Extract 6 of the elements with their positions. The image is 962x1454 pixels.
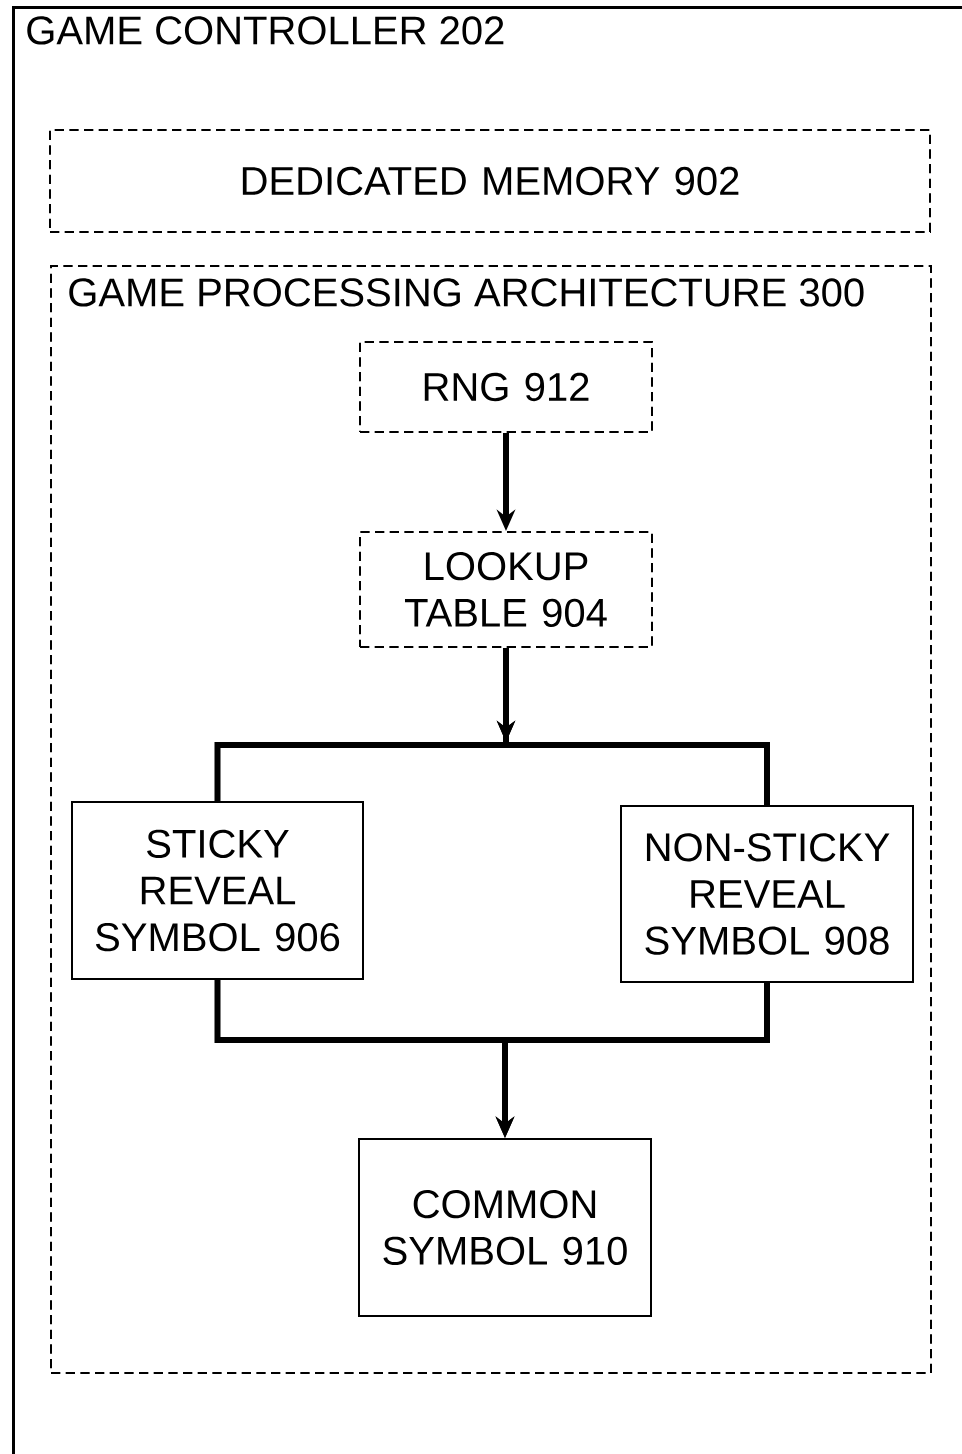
process-box: NON-STICKY REVEAL SYMBOL 908	[620, 805, 914, 983]
process-box: STICKY REVEAL SYMBOL 906	[71, 801, 364, 980]
process-box: COMMON SYMBOL 910	[358, 1138, 652, 1317]
dashed-box: DEDICATED MEMORY 902	[49, 129, 931, 233]
dashed-box: LOOKUP TABLE 904	[359, 531, 653, 648]
dashed-box: RNG 912	[359, 341, 653, 433]
